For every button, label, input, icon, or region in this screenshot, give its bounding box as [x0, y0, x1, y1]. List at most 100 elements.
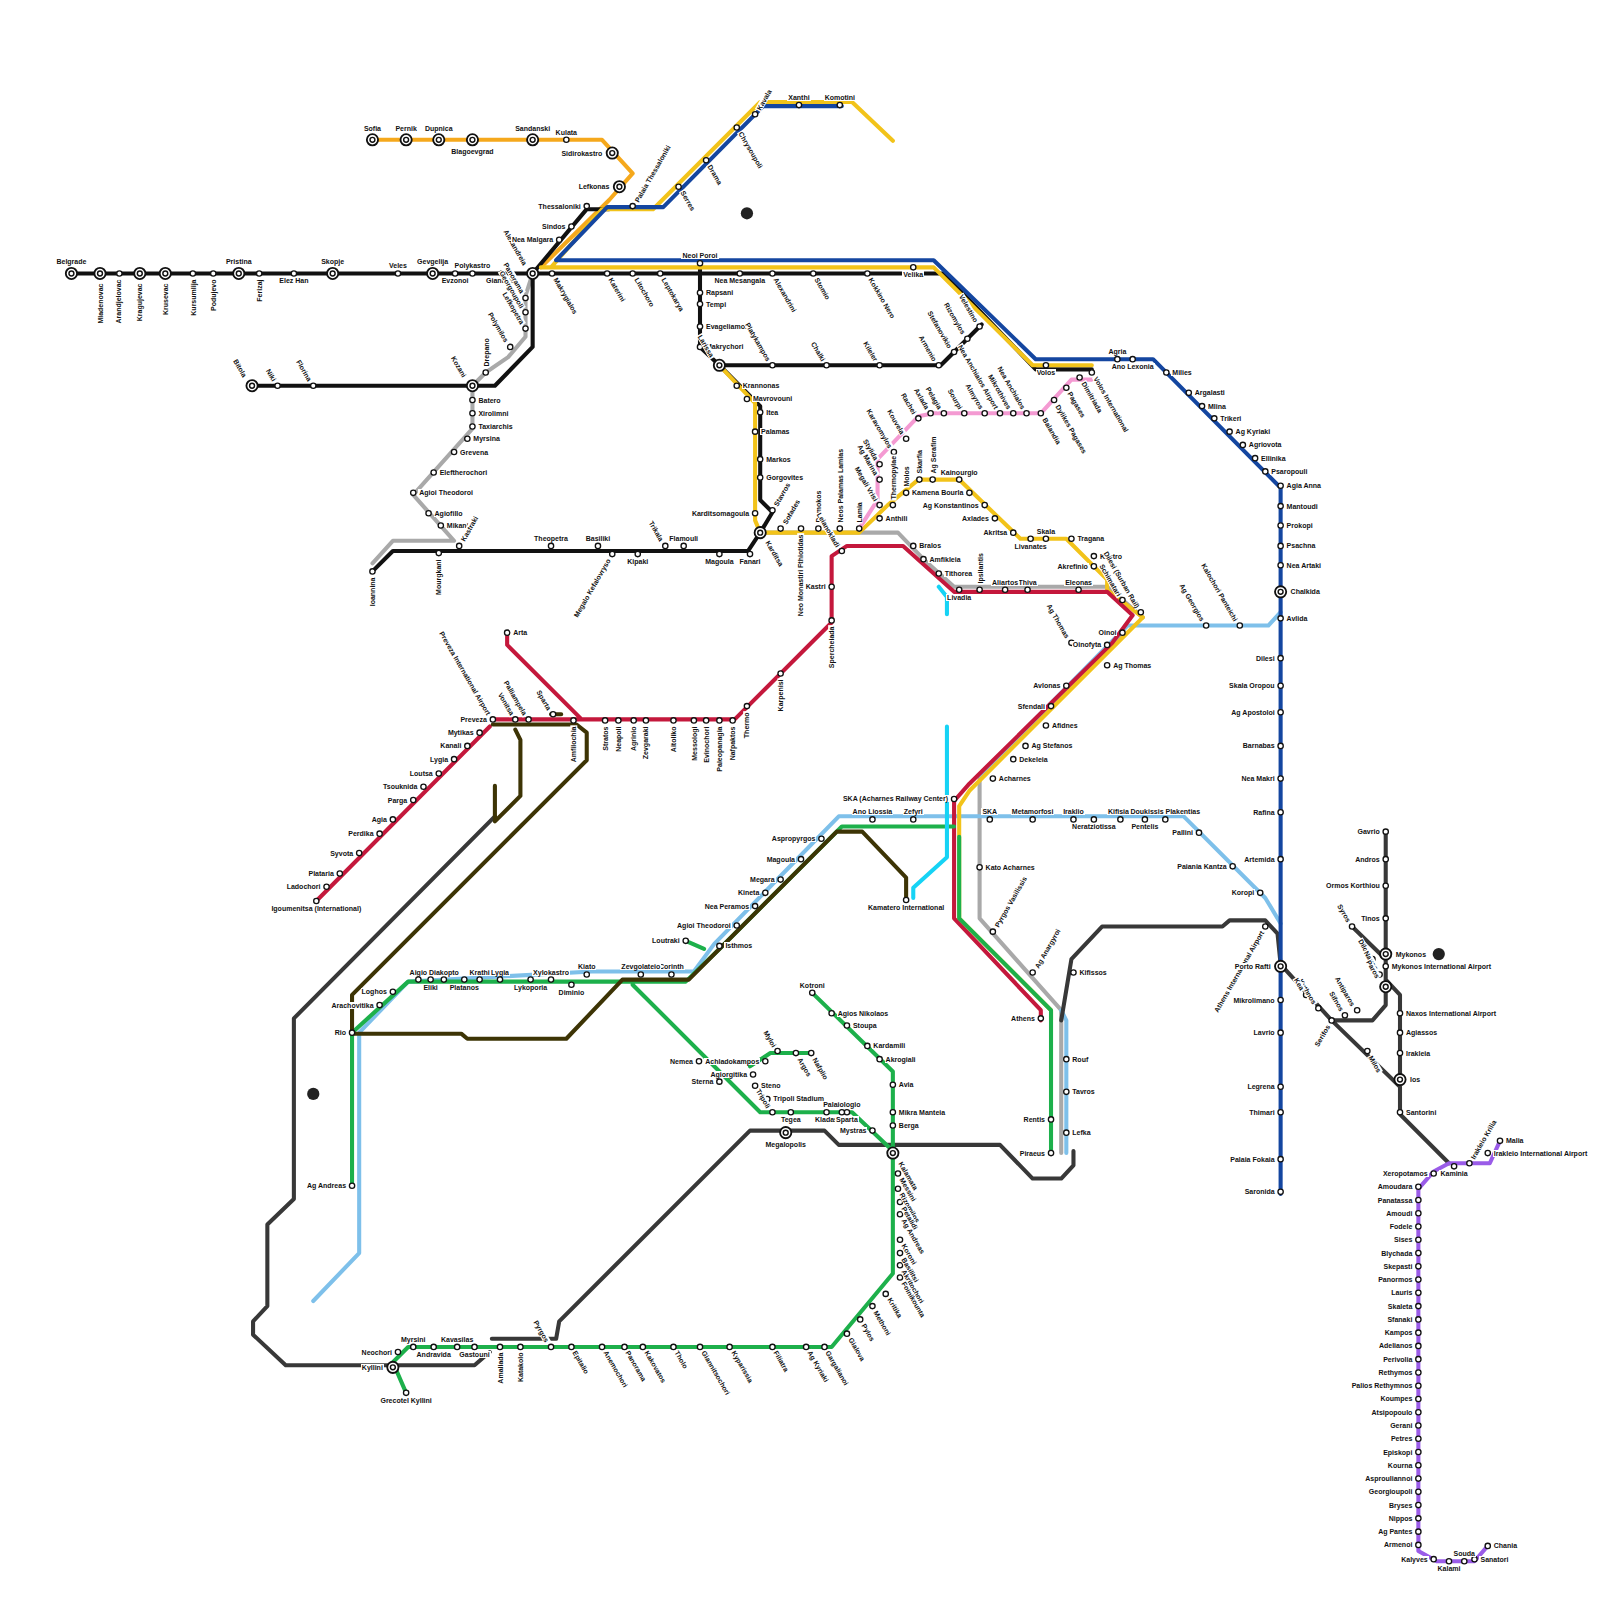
- station-label: Pyrgos: [532, 1319, 551, 1345]
- station-label: Palaia Fokaia: [1229, 1156, 1275, 1163]
- station-dot: [752, 112, 757, 117]
- station-label: Preveza: [459, 716, 487, 723]
- station-label: Pallini: [1171, 829, 1194, 836]
- station-dot: [1278, 483, 1283, 488]
- station-dot: [877, 516, 882, 521]
- interchange-ring: [427, 268, 438, 279]
- station-dot: [819, 836, 824, 841]
- station-label: Parga: [387, 797, 408, 804]
- station-dot: [311, 383, 316, 388]
- station-label: Palaiologio: [822, 1101, 861, 1108]
- station-dot: [599, 1344, 604, 1349]
- station-dot: [1416, 1436, 1421, 1441]
- station-label: Tithorea: [944, 570, 974, 577]
- interchange-ring: [1380, 981, 1391, 992]
- station-dot: [1091, 564, 1096, 569]
- station-dot: [717, 943, 722, 948]
- station-dot: [890, 502, 895, 507]
- station-label: Fanari: [738, 558, 761, 565]
- station-label: Gastouni: [458, 1351, 490, 1358]
- station-dot: [891, 449, 896, 454]
- station-dot: [377, 1002, 382, 1007]
- station-dot: [1416, 1423, 1421, 1428]
- station-label: Akritsa: [983, 529, 1009, 536]
- interchange-ring: [887, 1147, 898, 1158]
- station-label: Trikeri: [1219, 415, 1242, 422]
- station-dot: [1064, 1057, 1069, 1062]
- station-dot: [1142, 817, 1147, 822]
- station-label: Kalami: [1436, 1565, 1461, 1572]
- station-label: Velestino: [957, 292, 979, 324]
- station-dot: [916, 416, 921, 421]
- interchange-ring: [1275, 586, 1286, 597]
- interchange-ring: [470, 137, 475, 142]
- interchange-ring: [758, 530, 763, 535]
- station-dot: [548, 977, 553, 982]
- station-label: Xeropotamos: [1382, 1170, 1429, 1177]
- station-dot: [1416, 1542, 1421, 1547]
- pink-line: [859, 380, 1092, 529]
- station-dot: [897, 1250, 902, 1255]
- station-dot: [349, 1030, 354, 1035]
- station-dot: [839, 548, 844, 553]
- station-dot: [416, 977, 421, 982]
- station-label: Volos: [1036, 369, 1057, 376]
- station-dot: [930, 477, 935, 482]
- interchange-ring: [530, 271, 535, 276]
- station-dot: [763, 890, 768, 895]
- station-label: Paros: [1365, 958, 1382, 980]
- station-label: Agia: [371, 816, 388, 823]
- station-dot: [936, 571, 941, 576]
- station-label: Tsouknida: [382, 783, 418, 790]
- station-dot: [526, 717, 531, 722]
- station-label: Mytikas: [447, 729, 475, 736]
- station-label: Megara: [749, 876, 776, 883]
- station-dot: [1186, 390, 1191, 395]
- station-dot: [275, 383, 280, 388]
- station-label: Messologi: [690, 725, 697, 761]
- station-dot: [803, 1344, 808, 1349]
- station-dot: [431, 1344, 436, 1349]
- station-label: Podujevo: [210, 278, 217, 312]
- interchange-ring: [1398, 1077, 1403, 1082]
- station-label: Ellinika: [1260, 455, 1287, 462]
- station-dot: [957, 587, 962, 592]
- station-dot: [1071, 817, 1076, 822]
- station-dot: [744, 703, 749, 708]
- station-dot: [584, 203, 589, 208]
- station-label: Filiatra: [772, 1349, 791, 1374]
- station-dot: [829, 618, 834, 623]
- station-dot: [903, 436, 908, 441]
- station-dot: [727, 1344, 732, 1349]
- station-dot: [324, 884, 329, 889]
- station-label: Nippos: [1388, 1515, 1414, 1522]
- station-label: Bralos: [918, 542, 942, 549]
- station-dot: [877, 477, 882, 482]
- station-dot: [631, 718, 636, 723]
- station-label: Ferizaj: [256, 278, 263, 302]
- station-dot: [982, 502, 987, 507]
- station-dot: [928, 411, 933, 416]
- station-dot: [870, 1128, 875, 1133]
- station-label: Perdika: [347, 830, 374, 837]
- station-dot: [550, 712, 555, 717]
- station-label: Tholo: [673, 1349, 690, 1371]
- station-label: Igoumenitsa (International): [270, 905, 362, 912]
- station-label: Souda: [1453, 1550, 1476, 1557]
- station-dot: [1252, 456, 1257, 461]
- station-label: Rouf: [1071, 1056, 1089, 1063]
- station-dot: [411, 490, 416, 495]
- station-dot: [1196, 830, 1201, 835]
- interchange-ring: [717, 363, 722, 368]
- station-label: Mikrolimano: [1232, 997, 1275, 1004]
- station-label: Kyllini: [361, 1364, 384, 1371]
- station-dot: [1064, 385, 1069, 390]
- station-label: Anthili: [885, 515, 909, 522]
- station-dot: [671, 718, 676, 723]
- station-dot: [1237, 623, 1242, 628]
- station-label: Milos: [1367, 1053, 1383, 1074]
- station-dot: [758, 475, 763, 480]
- station-label: SKA: [981, 808, 998, 815]
- station-dot: [610, 551, 615, 556]
